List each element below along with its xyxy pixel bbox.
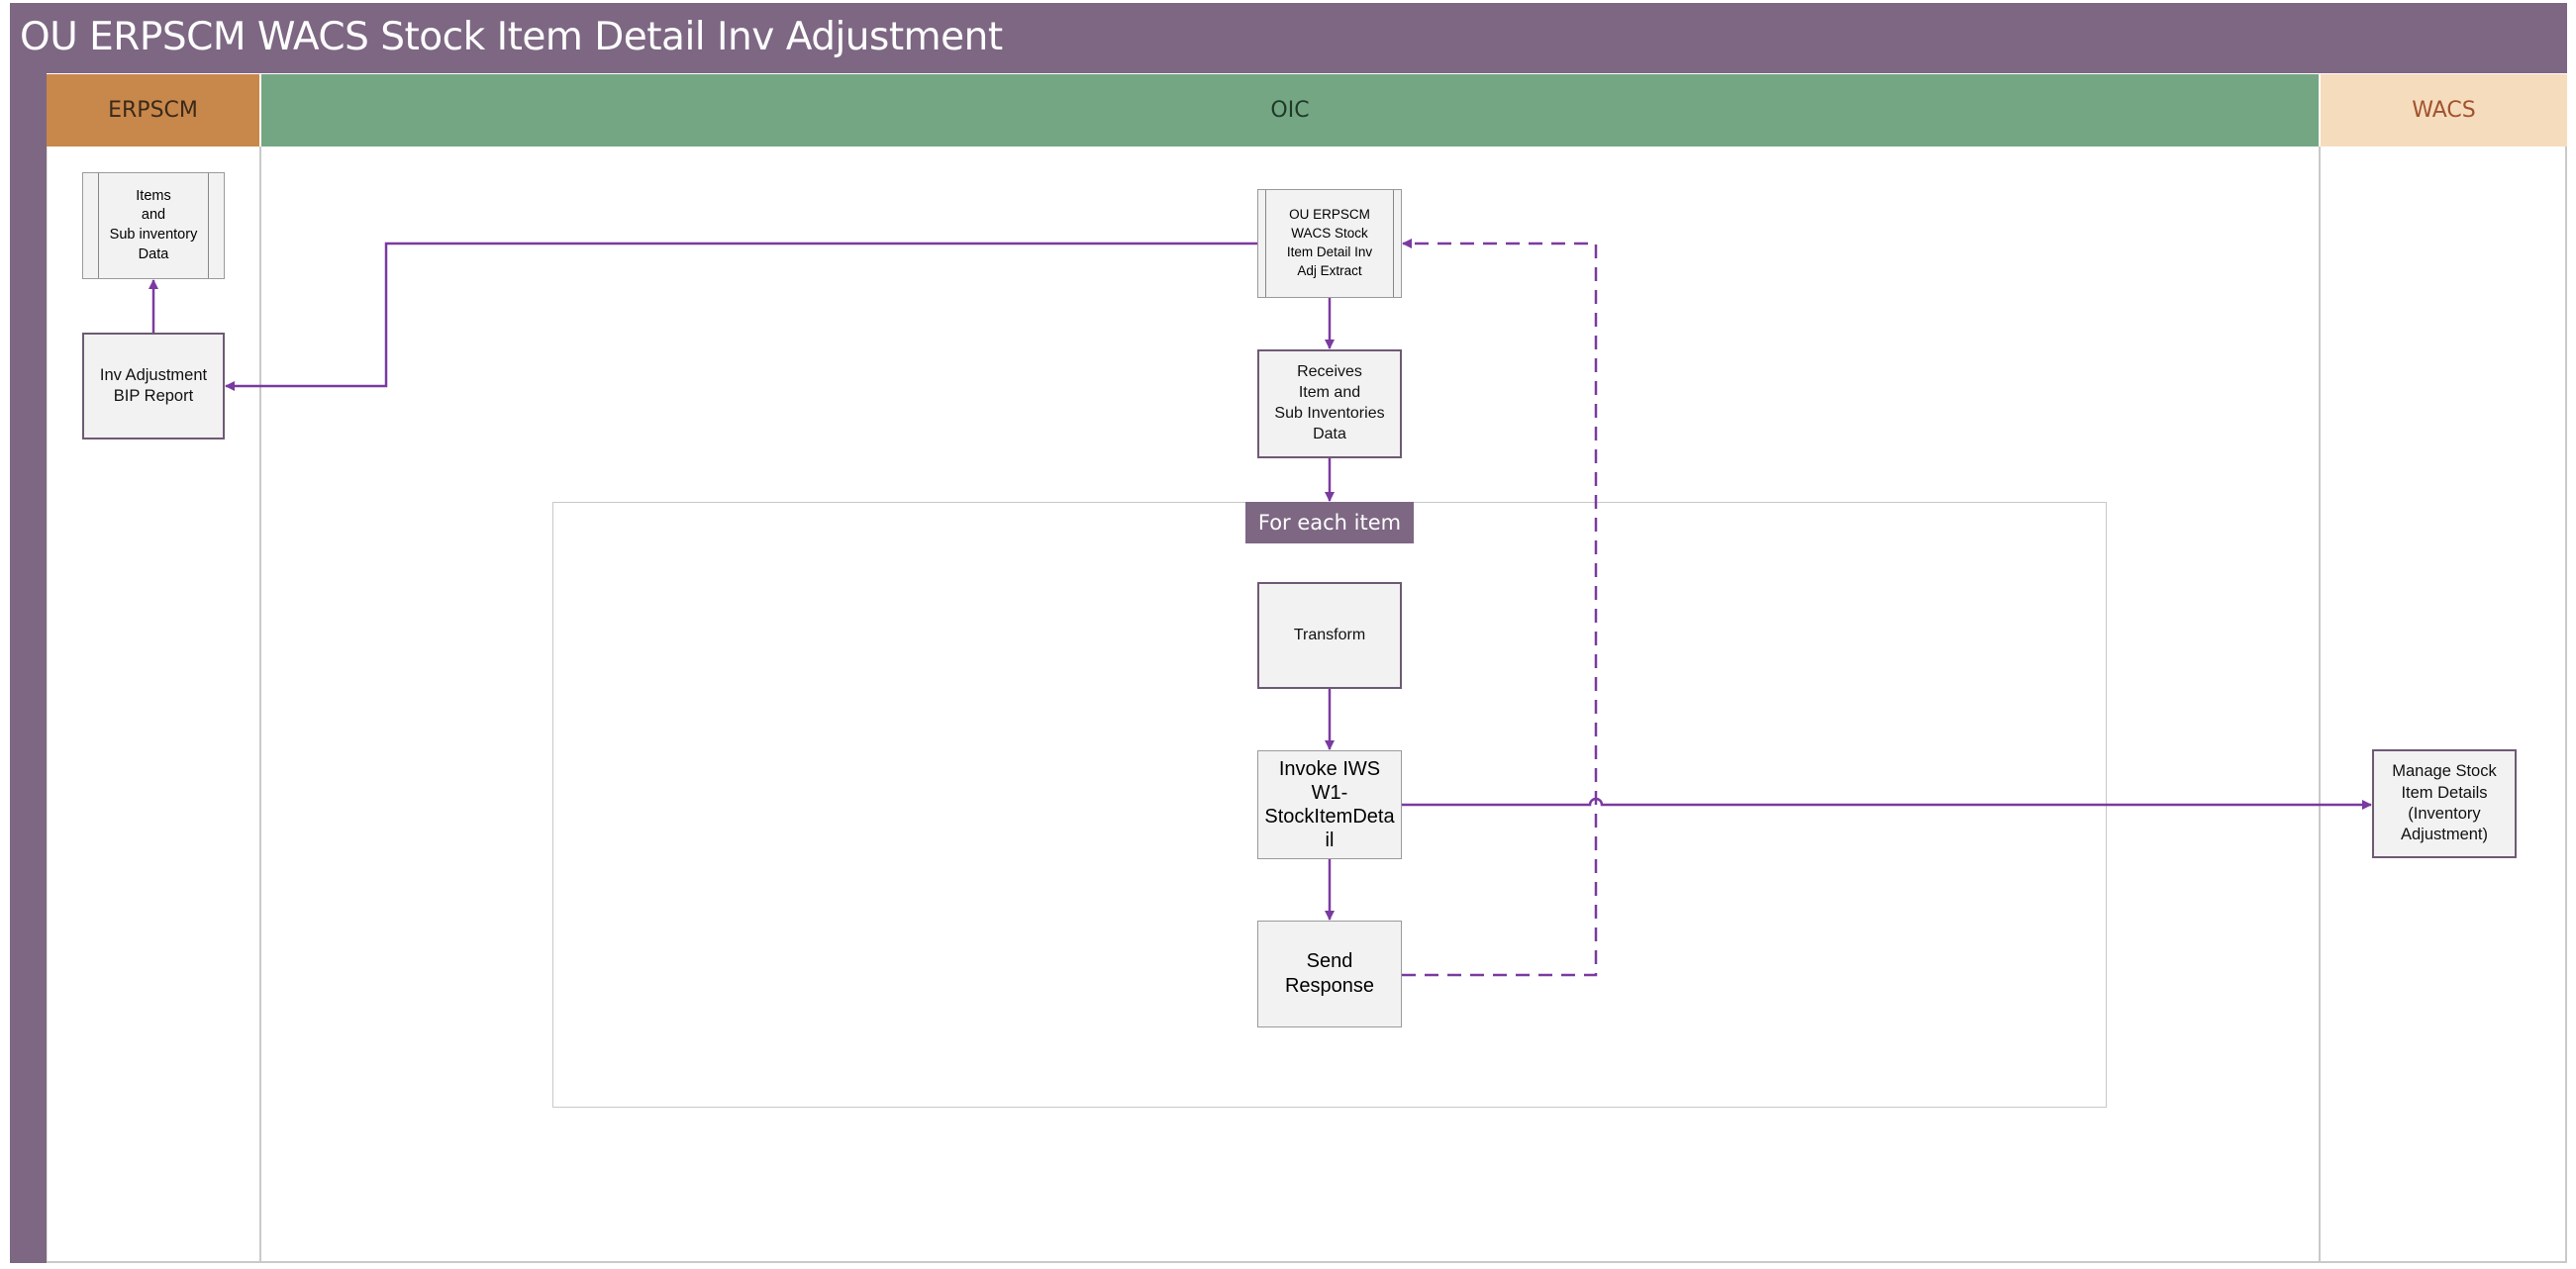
pool-left-strip	[10, 73, 47, 1263]
items-subinventory-data-node[interactable]: Items and Sub inventory Data	[82, 172, 225, 279]
for-each-loop-label: For each item	[1245, 502, 1414, 543]
transform-node[interactable]: Transform	[1257, 582, 1402, 689]
manage-stock-item-details-node[interactable]: Manage Stock Item Details (Inventory Adj…	[2372, 749, 2517, 858]
connector-invoke-to-manage-stock	[1402, 797, 2372, 810]
extract-subprocess-node[interactable]: OU ERPSCM WACS Stock Item Detail Inv Adj…	[1257, 189, 1402, 298]
invoke-iws-node[interactable]: Invoke IWS W1- StockItemDeta il	[1257, 750, 1402, 859]
items-subinventory-data-label: Items and Sub inventory Data	[98, 173, 209, 278]
lane-header-erpscm: ERPSCM	[47, 74, 259, 146]
title-bar	[10, 3, 2567, 73]
lane-header-oic: OIC	[261, 74, 2319, 146]
send-response-node[interactable]: Send Response	[1257, 921, 1402, 1027]
lane-header-wacs: WACS	[2321, 74, 2567, 146]
diagram-title: OU ERPSCM WACS Stock Item Detail Inv Adj…	[20, 15, 1003, 59]
extract-subprocess-label: OU ERPSCM WACS Stock Item Detail Inv Adj…	[1265, 190, 1394, 297]
lane-wacs	[2321, 146, 2567, 1262]
pool-bottom-border	[47, 1261, 2567, 1263]
inv-adjustment-bip-report-node[interactable]: Inv Adjustment BIP Report	[82, 333, 225, 439]
connector-extract-to-report	[225, 242, 1257, 391]
connector-send-response-return	[1402, 239, 1598, 977]
receives-data-node[interactable]: Receives Item and Sub Inventories Data	[1257, 349, 1402, 458]
